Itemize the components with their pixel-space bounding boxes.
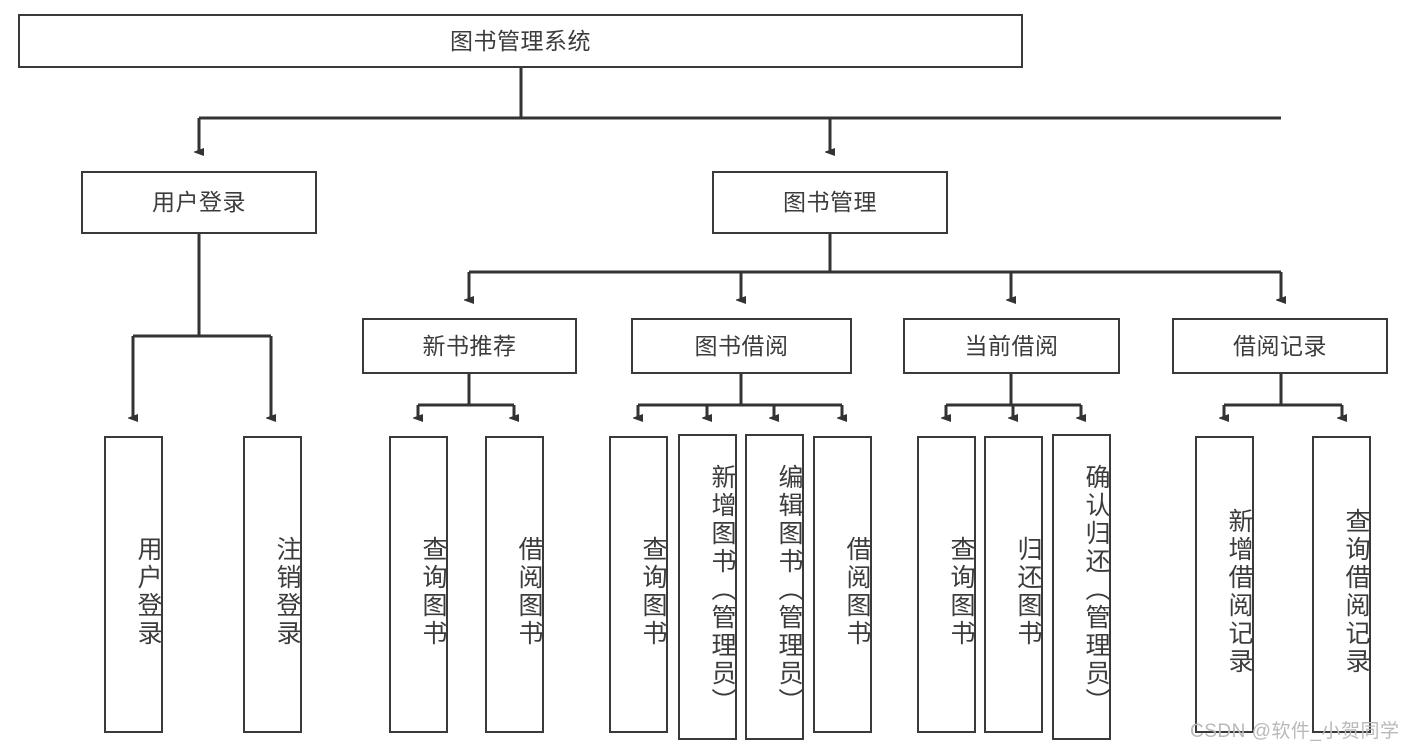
leaf-add-borrow-record[interactable]: 新增借阅记录 [1195,436,1254,733]
leaf-add-borrow-record-label: 新增借阅记录 [1225,507,1253,676]
node-borrow-record[interactable]: 借阅记录 [1172,318,1388,374]
leaf-user-login[interactable]: 用户登录 [104,436,163,733]
leaf-add-book-admin[interactable]: 新增图书（管理员） [678,434,737,740]
node-new-book-recommend[interactable]: 新书推荐 [362,318,577,374]
node-current-borrow-label: 当前借阅 [964,332,1059,359]
leaf-query-book-new-label: 查询图书 [419,535,447,648]
node-root-label: 图书管理系统 [450,27,591,54]
leaf-user-login-label: 用户登录 [134,535,162,648]
leaf-confirm-return-admin[interactable]: 确认归还（管理员） [1052,434,1111,740]
node-book-management-label: 图书管理 [783,189,877,216]
leaf-query-borrow-record[interactable]: 查询借阅记录 [1312,436,1371,733]
node-current-borrow[interactable]: 当前借阅 [903,318,1120,374]
node-user-login-label: 用户登录 [152,189,246,216]
leaf-borrow-book-new-label: 借阅图书 [515,535,543,648]
node-book-borrow-label: 图书借阅 [694,332,789,359]
node-new-book-recommend-label: 新书推荐 [422,332,517,359]
leaf-confirm-return-admin-label: 确认归还（管理员） [1082,464,1110,716]
leaf-query-borrow-record-label: 查询借阅记录 [1342,507,1370,676]
watermark: CSDN @软件_小贺同学 [1190,721,1400,742]
leaf-borrow-book[interactable]: 借阅图书 [813,436,872,733]
leaf-edit-book-admin-label: 编辑图书（管理员） [775,464,803,716]
leaf-borrow-book-label: 借阅图书 [843,535,871,648]
node-user-login[interactable]: 用户登录 [81,171,317,234]
leaf-query-book-borrow[interactable]: 查询图书 [609,436,668,733]
leaf-query-book-borrow-label: 查询图书 [639,535,667,648]
leaf-add-book-admin-label: 新增图书（管理员） [708,464,736,716]
node-root[interactable]: 图书管理系统 [18,14,1023,68]
leaf-query-book-current[interactable]: 查询图书 [917,436,976,733]
node-book-borrow[interactable]: 图书借阅 [631,318,852,374]
node-borrow-record-label: 借阅记录 [1233,332,1327,359]
node-book-management[interactable]: 图书管理 [712,171,948,234]
leaf-logout-label: 注销登录 [273,535,301,648]
leaf-query-book-new[interactable]: 查询图书 [389,436,448,733]
leaf-edit-book-admin[interactable]: 编辑图书（管理员） [745,434,804,740]
leaf-borrow-book-new[interactable]: 借阅图书 [485,436,544,733]
leaf-return-book[interactable]: 归还图书 [984,436,1043,733]
leaf-query-book-current-label: 查询图书 [947,535,975,648]
leaf-logout[interactable]: 注销登录 [243,436,302,733]
leaf-return-book-label: 归还图书 [1014,535,1042,648]
